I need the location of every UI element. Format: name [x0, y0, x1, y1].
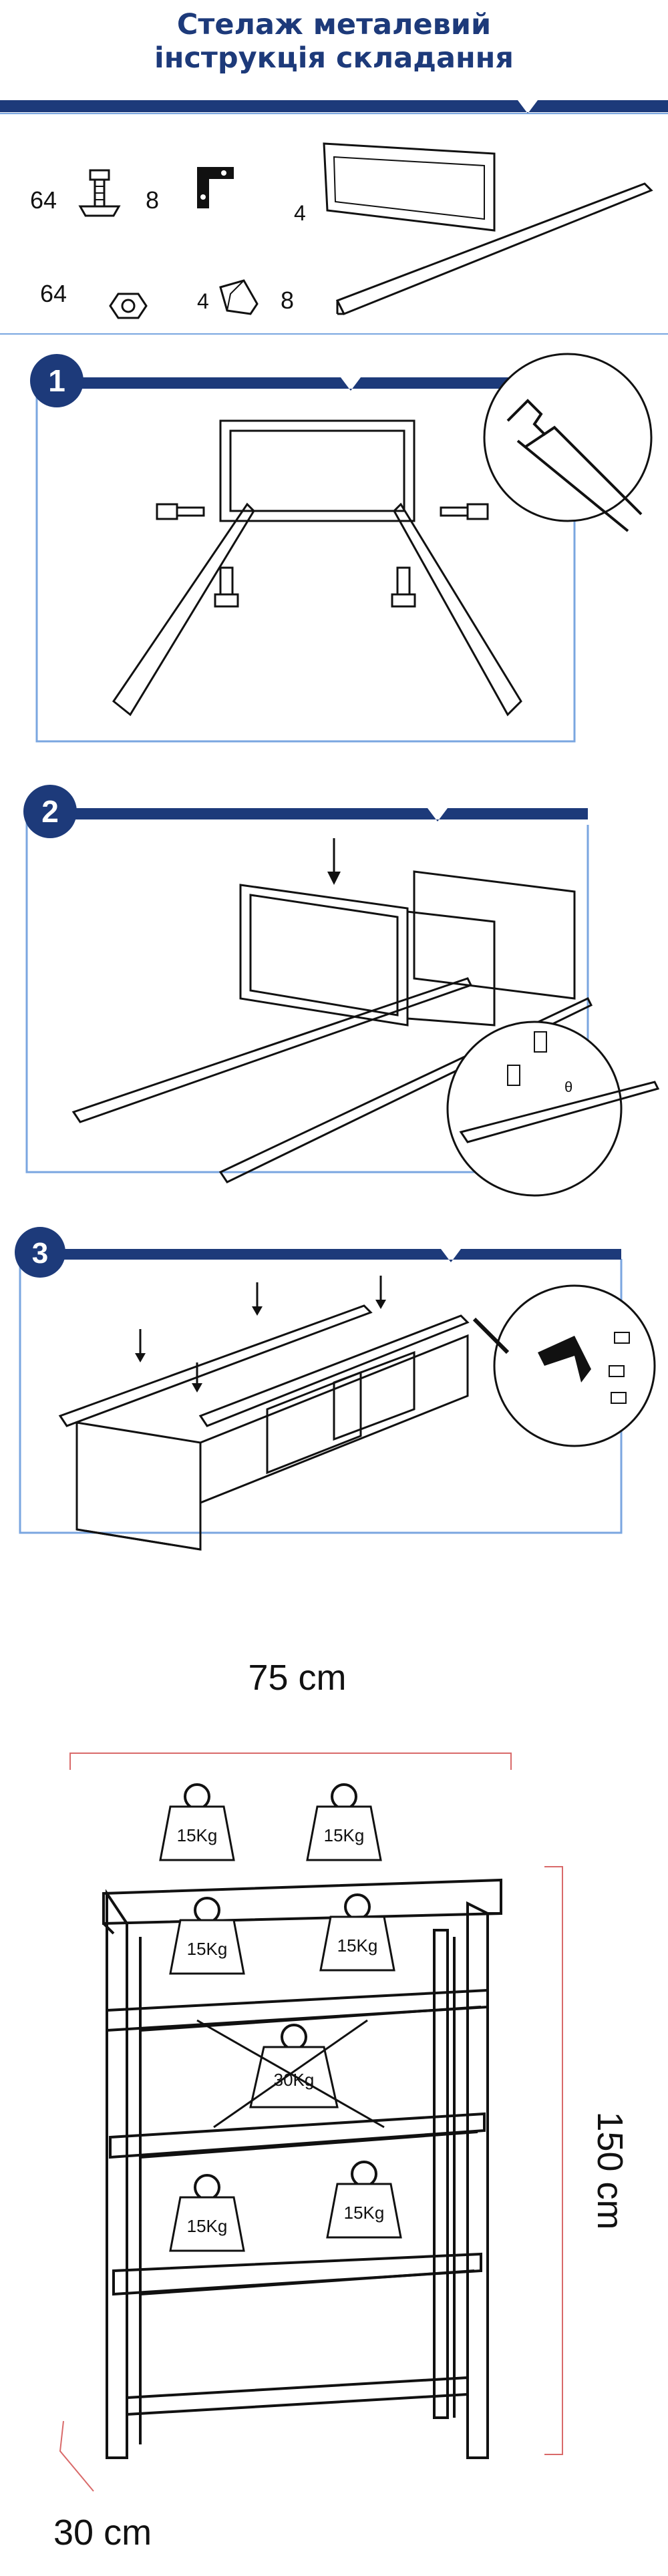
step-1-number: 1 [48, 363, 65, 398]
down-arrow-icons [135, 1276, 386, 1393]
parts-panel: 64 8 4 64 4 8 [0, 100, 668, 335]
shelf-frame [102, 1878, 502, 2459]
step-1-header-bar [73, 377, 574, 391]
weight-shelf1-left-label: 15Kg [187, 1939, 228, 1959]
height-dimension-line [544, 1866, 563, 2455]
height-dimension-label: 150 cm [590, 2111, 630, 2229]
nut-icon [109, 293, 148, 319]
step-1-frame [112, 419, 522, 717]
down-arrow-icon [327, 838, 341, 885]
depth-dimension-label: 30 cm [53, 2513, 152, 2553]
frame-icon [323, 142, 496, 232]
step-3-panel: 3 [15, 1227, 656, 1551]
step-2-number: 2 [41, 794, 59, 829]
step-3-number: 3 [32, 1237, 48, 1270]
weight-shelf3-left-icon: 15Kg [169, 2174, 245, 2252]
bolt-icon [78, 169, 121, 217]
weight-shelf1-right-icon: 15Kg [319, 1893, 395, 1972]
foot-cap-count-b: 8 [281, 287, 294, 314]
step-3-badge [15, 1227, 65, 1278]
wrench-icon [483, 353, 653, 532]
svg-text:θ: θ [564, 1079, 572, 1095]
step-3-detail-callout [472, 1284, 656, 1447]
weight-top-right-icon: 15Kg [306, 1783, 382, 1861]
width-dimension-line [69, 1753, 512, 1770]
step-1-panel: 1 [30, 353, 653, 743]
angle-rail-icon [335, 182, 653, 315]
step-2-panel: 2 θ [23, 785, 660, 1197]
weight-shelf3-right-icon: 15Kg [326, 2161, 402, 2239]
step-1-badge [30, 354, 84, 407]
corner-bracket-count: 8 [146, 186, 159, 214]
foot-cap-count: 4 [197, 289, 209, 313]
weight-top-right-label: 15Kg [324, 1825, 365, 1845]
weight-shelf1-right-label: 15Kg [337, 1936, 378, 1956]
title-line-1: Стелаж металевий [176, 8, 492, 41]
weight-top-left-label: 15Kg [177, 1825, 218, 1845]
step-2-header-bar [63, 808, 588, 821]
title-line-2: інструкція складання [154, 41, 514, 75]
step-3-shelf [58, 1304, 470, 1551]
width-dimension-label: 75 cm [248, 1658, 346, 1698]
foot-cap-icon [219, 279, 259, 315]
weight-shelf1-left-icon: 15Kg [169, 1897, 245, 1975]
depth-dimension-line [59, 2420, 94, 2492]
corner-bracket-icon [197, 167, 234, 208]
weight-not-allowed-label: 30Kg [274, 2070, 315, 2090]
shelf-dimension-diagram: 75 cm 150 cm 30 cm 15Kg 15Kg 15Kg [53, 1658, 630, 2553]
weight-shelf3-left-label: 15Kg [187, 2216, 228, 2236]
weight-not-allowed-icon: 30Kg [196, 2019, 385, 2129]
frame-count: 4 [294, 201, 306, 225]
page-title: Стелаж металевий інструкція складання [0, 8, 668, 75]
step-2-detail-callout: θ [446, 1021, 660, 1197]
step-3-header-bar [53, 1249, 621, 1262]
nut-count: 64 [40, 280, 67, 307]
weight-top-left-icon: 15Kg [159, 1783, 235, 1861]
step-1-bolts [156, 503, 489, 608]
bolt-count: 64 [30, 186, 57, 214]
step-2-badge [23, 785, 77, 838]
weight-shelf3-right-label: 15Kg [344, 2203, 385, 2223]
parts-header-bar [0, 100, 668, 114]
